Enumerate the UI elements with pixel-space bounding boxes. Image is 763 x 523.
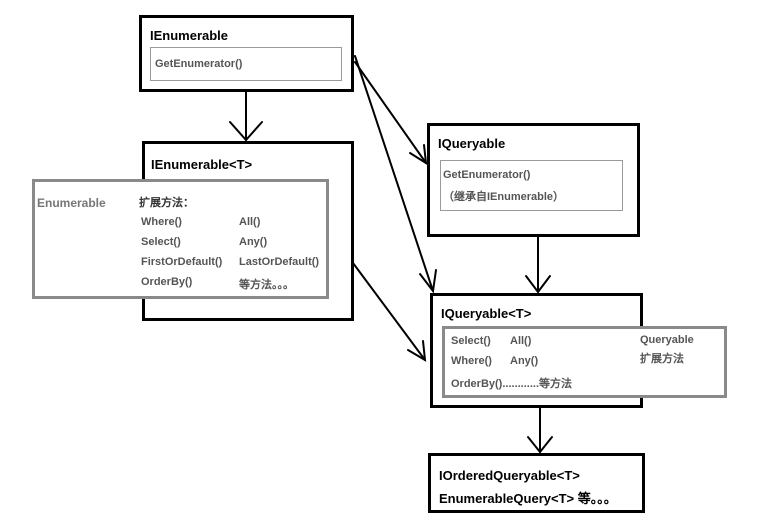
iqueryable-node: IQueryable GetEnumerator() （继承自IEnumerab… xyxy=(427,123,640,237)
ienumerable-method: GetEnumerator() xyxy=(155,58,243,70)
queryable-ext-title: Queryable xyxy=(640,334,694,346)
ordered-queryable-line1: IOrderedQueryable<T> xyxy=(439,468,580,483)
enumerable-header: 扩展方法： xyxy=(139,197,194,209)
queryable-methods-node: Select() Where() OrderBy()............等方… xyxy=(442,326,727,398)
queryable-method: All() xyxy=(510,335,532,347)
arrow-ienumerable-to-iqueryable-t xyxy=(354,55,437,294)
ordered-queryable-node: IOrderedQueryable<T> EnumerableQuery<T> … xyxy=(428,453,645,513)
ienumerable-method-box: GetEnumerator() xyxy=(150,47,342,81)
enumerable-method: 等方法。。。 xyxy=(239,279,294,291)
enumerable-method: LastOrDefault() xyxy=(239,256,320,268)
queryable-method: Where() xyxy=(451,355,492,367)
ienumerable-node: IEnumerable GetEnumerator() xyxy=(139,15,354,92)
enumerable-node: Enumerable 扩展方法： Where() Select() FirstO… xyxy=(32,179,329,299)
arrow-ienumerable-to-ienumerable-t xyxy=(229,91,263,142)
enumerable-title: Enumerable xyxy=(37,196,106,210)
iqueryable-title: IQueryable xyxy=(438,136,506,151)
enumerable-method: Any() xyxy=(239,236,268,248)
enumerable-method: Select() xyxy=(141,236,181,248)
enumerable-method: OrderBy() xyxy=(141,276,193,288)
queryable-method: Select() xyxy=(451,335,491,347)
iqueryable-method-box: GetEnumerator() （继承自IEnumerable） xyxy=(440,160,623,211)
arrow-iqueryable-to-iqueryable-t xyxy=(525,236,551,294)
enumerable-method: Where() xyxy=(141,216,182,228)
arrow-ienumerable-t-to-iqueryable-t xyxy=(352,262,427,362)
iqueryable-note: （继承自IEnumerable） xyxy=(443,191,565,203)
arrow-iqueryable-t-to-ordered xyxy=(527,407,553,454)
queryable-ext-label: 扩展方法 xyxy=(640,353,684,365)
ienumerable-t-title: IEnumerable<T> xyxy=(151,157,253,172)
enumerable-method: FirstOrDefault() xyxy=(141,256,223,268)
queryable-method: OrderBy()............等方法 xyxy=(451,378,573,390)
iqueryable-method: GetEnumerator() xyxy=(443,169,531,181)
enumerable-method: All() xyxy=(239,216,261,228)
ienumerable-title: IEnumerable xyxy=(150,28,229,43)
iqueryable-t-title: IQueryable<T> xyxy=(441,306,532,321)
arrow-ienumerable-to-iqueryable xyxy=(354,61,428,165)
ordered-queryable-line2: EnumerableQuery<T> 等。。。 xyxy=(439,491,617,506)
queryable-method: Any() xyxy=(510,355,539,367)
